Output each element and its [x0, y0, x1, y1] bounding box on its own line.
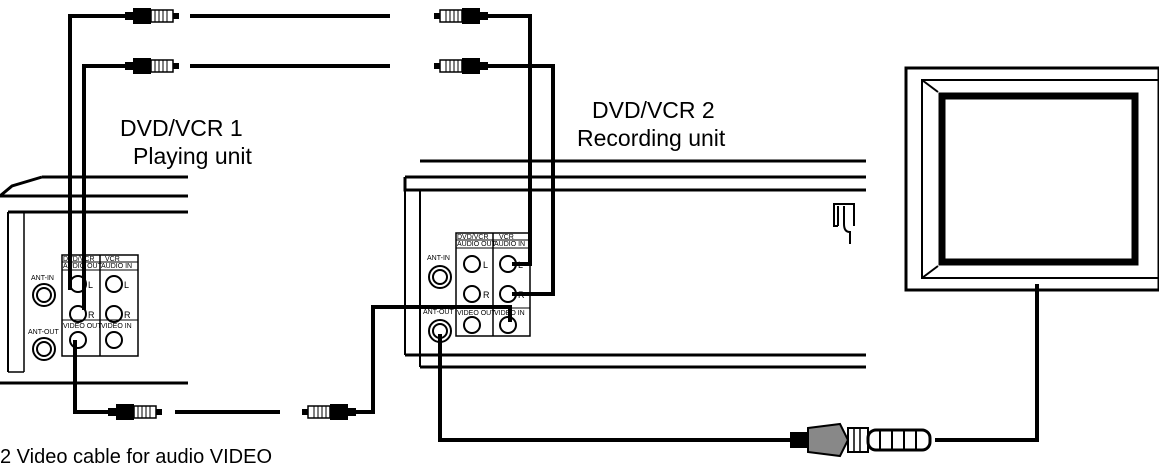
jack-icon	[105, 331, 123, 349]
label-video-in: VIDEO IN	[101, 323, 132, 330]
label-r: R	[124, 310, 131, 320]
label-ant-out: ANT-OUT	[423, 309, 454, 316]
recording-unit-labels: DVD/VCR VCR AUDIO OUT AUDIO IN VIDEO OUT…	[423, 234, 525, 317]
label-vcr: VCR	[499, 234, 514, 241]
jack-icon	[499, 255, 517, 273]
label-audio-in: AUDIO IN	[101, 263, 132, 270]
jack-icon	[499, 285, 517, 303]
jack-icon	[105, 275, 123, 293]
recording-unit-role: Recording unit	[577, 125, 726, 151]
label-l: L	[124, 280, 129, 290]
label-video-out: VIDEO OUT	[457, 310, 496, 317]
playing-unit-name: DVD/VCR 1	[120, 115, 243, 141]
playing-unit-labels: DVD/VCR VCR AUDIO OUT AUDIO IN VIDEO OUT…	[28, 256, 132, 336]
jack-icon	[32, 283, 56, 307]
jack-icon	[463, 255, 481, 273]
jack-icon	[428, 265, 452, 289]
label-r: R	[518, 290, 525, 300]
label-audio-out: AUDIO OUT	[457, 241, 497, 248]
label-r: R	[483, 290, 490, 300]
jack-icon	[69, 331, 87, 349]
recording-unit	[403, 159, 866, 369]
label-audio-out: AUDIO OUT	[63, 263, 103, 270]
step-caption: 2 Video cable for audio VIDEO	[0, 446, 273, 468]
label-l: L	[483, 260, 488, 270]
label-ant-in: ANT-IN	[31, 275, 54, 282]
jack-icon	[105, 305, 123, 323]
jack-icon	[463, 285, 481, 303]
tv-icon	[904, 66, 1159, 292]
unit-headings: DVD/VCR 1 Playing unit DVD/VCR 2 Recordi…	[120, 97, 726, 169]
playing-unit-role: Playing unit	[133, 143, 253, 169]
jack-icon	[69, 305, 87, 323]
label-l: L	[88, 280, 93, 290]
label-dvd-vcr: DVD/VCR	[63, 256, 95, 263]
label-ant-out: ANT-OUT	[28, 329, 59, 336]
coax-plug-icon	[790, 422, 932, 458]
label-r: R	[88, 310, 95, 320]
jack-icon	[69, 275, 87, 293]
playing-unit	[0, 175, 188, 385]
label-ant-in: ANT-IN	[427, 255, 450, 262]
label-audio-in: AUDIO IN	[494, 241, 525, 248]
jack-icon	[428, 319, 452, 343]
jack-icon	[463, 316, 481, 334]
label-l: L	[518, 260, 523, 270]
label-video-in: VIDEO IN	[494, 310, 525, 317]
jack-icon	[32, 337, 56, 361]
label-vcr: VCR	[105, 256, 120, 263]
label-video-out: VIDEO OUT	[63, 323, 102, 330]
cables	[68, 14, 1039, 442]
label-dvd-vcr: DVD/VCR	[457, 234, 489, 241]
jack-icon	[499, 316, 517, 334]
recording-unit-name: DVD/VCR 2	[592, 97, 715, 123]
rca-plugs	[107, 7, 489, 421]
